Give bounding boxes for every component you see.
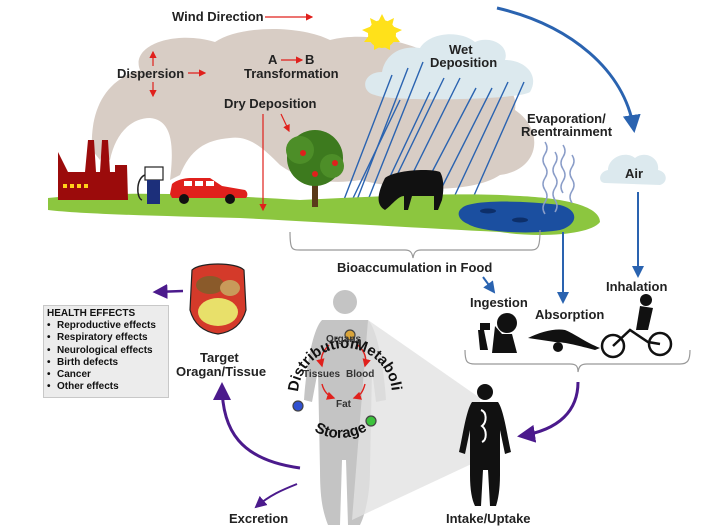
intake-arrow: [517, 381, 580, 443]
wet-deposition-label-2: Deposition: [430, 55, 497, 70]
factory-icon: [58, 140, 128, 200]
dry-deposition-label: Dry Deposition: [224, 96, 317, 111]
excretion-arrow: [254, 483, 298, 509]
tree-icon: [286, 130, 344, 207]
dry-deposition-arrows: [259, 113, 290, 212]
inhalation-label: Inhalation: [606, 279, 667, 294]
transformation-b-label: B: [305, 52, 314, 67]
metabolism-dot: [344, 329, 356, 341]
air-cloud: [600, 154, 666, 185]
organs-label: Organs: [326, 334, 361, 345]
wind-direction-label: Wind Direction: [172, 9, 264, 24]
air-transport-arrow: [496, 6, 641, 133]
target-organ-icon: [189, 263, 247, 335]
cyclist-icon: [600, 294, 673, 359]
storage-label: Storage: [312, 419, 369, 442]
intake-body-icon: [459, 384, 511, 506]
health-effects-list: Reproductive effects Respiratory effects…: [47, 320, 165, 394]
storage-dot: [292, 400, 304, 412]
transformation-a-label: A: [268, 52, 278, 67]
excretion-dot: [365, 415, 377, 427]
health-effects-arrow: [152, 284, 184, 300]
wet-deposition-cloud: [365, 34, 534, 100]
bioaccumulation-label: Bioaccumulation in Food: [337, 260, 492, 275]
health-effects-title: HEALTH EFFECTS: [47, 308, 136, 319]
gas-pump-icon: [137, 166, 164, 204]
exposure-brace: [464, 349, 691, 373]
evaporation-label-1: Evaporation/: [527, 111, 606, 126]
excretion-label: Excretion: [229, 511, 288, 526]
air-label: Air: [625, 166, 643, 181]
fat-label: Fat: [336, 399, 352, 410]
car-icon: [170, 178, 248, 204]
blood-label: Blood: [346, 369, 374, 380]
target-organ-label-2: Oragan/Tissue: [176, 364, 266, 379]
bioaccumulation-brace: [289, 229, 541, 259]
health-effect-item: Other effects: [47, 381, 165, 393]
cow-icon: [378, 170, 444, 210]
tissues-label: Tissues: [303, 369, 340, 380]
dispersion-arrows: [149, 50, 207, 98]
transformation-label: Transformation: [244, 66, 339, 81]
evaporation-squiggles: [542, 141, 575, 215]
to-target-organ-arrow: [213, 382, 301, 470]
intake-uptake-label: Intake/Uptake: [446, 511, 531, 526]
wet-deposition-label-1: Wet: [449, 42, 473, 57]
absorption-label: Absorption: [535, 307, 604, 322]
evaporation-label-2: Reentrainment: [521, 124, 613, 139]
health-effect-item: Reproductive effects: [47, 320, 165, 332]
health-effect-item: Cancer: [47, 369, 165, 381]
ingestion-label: Ingestion: [470, 295, 528, 310]
fish-icons: [480, 208, 528, 223]
dispersion-label: Dispersion: [117, 66, 184, 81]
zoom-projection: [352, 320, 480, 520]
drinking-person-icon: [478, 313, 517, 353]
storage-text: Storage: [312, 419, 369, 442]
ground: [48, 193, 600, 235]
health-effect-item: Neurological effects: [47, 345, 165, 357]
swimmer-icon: [528, 329, 600, 352]
inner-cycle-arrows: [316, 344, 371, 400]
health-effect-item: Birth defects: [47, 357, 165, 369]
health-effect-item: Respiratory effects: [47, 332, 165, 344]
ingestion-arrow: [482, 276, 496, 294]
health-effects-box: HEALTH EFFECTS Reproductive effects Resp…: [43, 305, 169, 398]
sun-icon: [362, 14, 402, 50]
target-organ-label-1: Target: [200, 350, 239, 365]
